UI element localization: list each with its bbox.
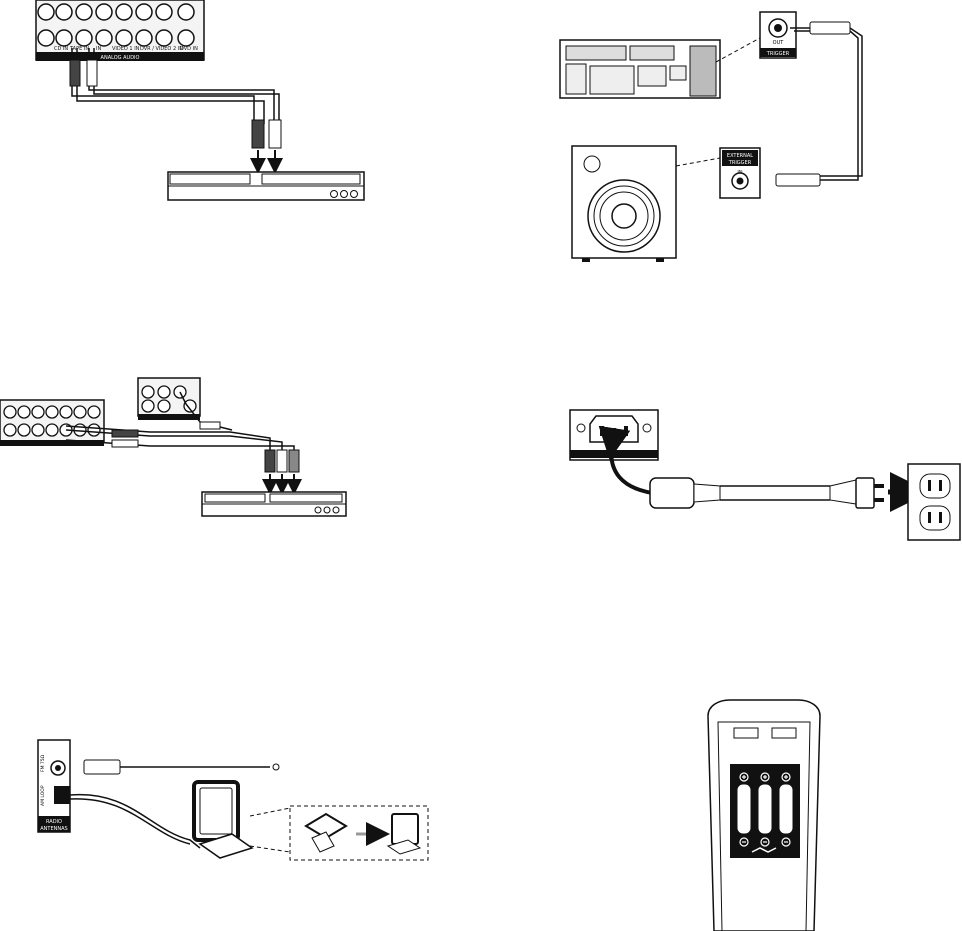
remote-button (771, 727, 797, 739)
external-label: EXTERNAL (727, 153, 753, 159)
receiver-rear-panel (559, 39, 721, 99)
rca-plug-red-end (264, 449, 276, 473)
antenna-jack-panel: FM 75Ω AM LOOP RADIO ANTENNAS (37, 739, 71, 833)
radio-label: RADIO (46, 819, 62, 825)
antenna-assembly-inset (289, 805, 429, 861)
arrow-up-icon (598, 425, 661, 496)
rca-plug-red (111, 429, 139, 438)
callout-line (715, 37, 761, 63)
am-loop-antenna (69, 780, 254, 859)
trigger-title-label: TRIGGER (766, 51, 790, 57)
rca-plug-red-end (251, 119, 265, 149)
panel-video (0, 377, 347, 517)
jack-grid (37, 3, 195, 47)
trigger-out-callout: OUT TRIGGER (759, 11, 797, 59)
polarity-icons (739, 772, 791, 847)
vcr-device (201, 491, 347, 517)
spring-icon (751, 847, 777, 853)
panel-antenna: FM 75Ω AM LOOP RADIO ANTENNAS (37, 739, 429, 861)
remote-button (733, 727, 759, 739)
jack-label-video2-in: DVR / VIDEO 2 IN (140, 46, 183, 52)
jack-label-in: IN (96, 46, 101, 52)
receiver-video-jacks (137, 377, 201, 420)
rca-plug-video (199, 421, 221, 430)
jack-label-video1-in: VIDEO 1 IN (112, 46, 140, 52)
jack-label-tape-in: TAPE IN (69, 46, 89, 52)
callout-line (249, 807, 291, 817)
subwoofer-device (571, 145, 677, 262)
antennas-label: ANTENNAS (40, 826, 67, 832)
fm-wire-antenna (83, 759, 280, 775)
rca-plug-white-end (268, 119, 282, 149)
rca-plug-white (86, 59, 98, 87)
external-trigger-callout: EXTERNAL TRIGGER IN (719, 147, 761, 199)
panel-trigger: OUT TRIGGER EXTERNAL TRIGGER IN (559, 11, 863, 262)
jack-label-dvd-in: DVD IN (180, 46, 198, 52)
fm-label: FM 75Ω (40, 754, 46, 772)
jack-label-cd-in: CD IN (54, 46, 68, 52)
panel-analog-audio: ANALOG AUDIO CD IN TAPE IN IN VIDEO 1 IN… (35, 0, 365, 201)
ac-inlet-panel (569, 409, 659, 461)
rca-plug-white (111, 439, 139, 448)
panel-power (569, 409, 961, 541)
receiver-jack-row (0, 399, 105, 446)
audio-label-strip (36, 52, 204, 61)
battery-compartment (717, 721, 811, 931)
cd-player-device (167, 171, 365, 201)
analog-audio-label: ANALOG AUDIO (101, 55, 140, 61)
callout-line (675, 157, 721, 167)
trigger-out-label: OUT (773, 40, 785, 46)
external-trigger-label: TRIGGER (728, 160, 752, 166)
wall-outlet (907, 463, 961, 541)
callout-line (249, 845, 291, 853)
rca-plug-red (69, 59, 81, 87)
power-cord (649, 477, 884, 509)
battery-cells (736, 783, 794, 835)
rca-plug-white-end (276, 449, 288, 473)
mini-jack-cable (775, 21, 863, 187)
am-label: AM LOOP (40, 785, 46, 806)
panel-remote (707, 699, 821, 931)
rca-plug-video-end (288, 449, 300, 473)
